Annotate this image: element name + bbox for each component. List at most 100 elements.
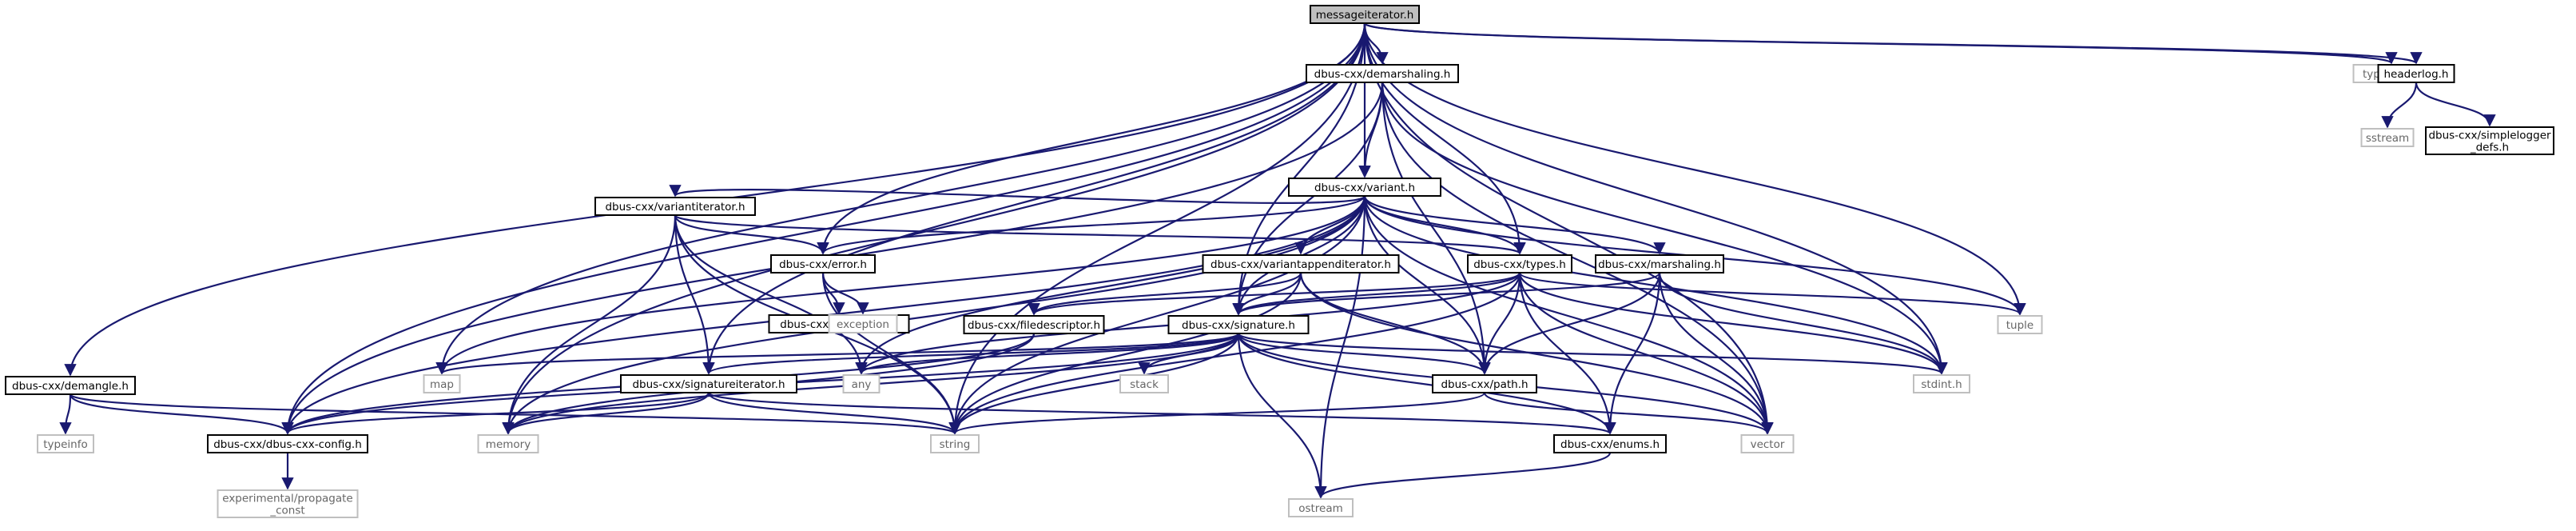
node-box-variantiterator xyxy=(594,197,756,216)
edge-variant-to-marshaling xyxy=(1363,195,1666,255)
node-typeinfo: typeinfo xyxy=(37,434,94,453)
edge-root-to-error xyxy=(817,22,1366,255)
node-box-tuple xyxy=(1997,315,2043,334)
node-box-headerlog xyxy=(2377,64,2455,83)
node-sigiter[interactable]: dbus-cxx/signatureiterator.h xyxy=(620,374,797,393)
edge-demangle-to-config xyxy=(69,393,294,435)
edge-root-to-headerlog xyxy=(1363,22,2423,65)
node-box-variant xyxy=(1288,178,1441,197)
node-enums[interactable]: dbus-cxx/enums.h xyxy=(1553,434,1667,453)
node-sstream: sstream xyxy=(2360,128,2415,147)
edge-signature-to-stack xyxy=(1138,333,1240,375)
edge-demangle-to-typeinfo xyxy=(59,393,72,435)
node-signature[interactable]: dbus-cxx/signature.h xyxy=(1167,315,1310,334)
edge-types-to-path xyxy=(1478,272,1521,375)
edge-variantiterator-to-sigiter xyxy=(674,214,715,375)
node-headerlog[interactable]: headerlog.h xyxy=(2377,64,2455,83)
node-label-sigiter: dbus-cxx/signatureiterator.h xyxy=(632,378,785,391)
edge-path-to-vector xyxy=(1483,392,1774,435)
node-box-stdint xyxy=(1913,374,1970,393)
node-box-demarshaling xyxy=(1306,64,1459,83)
node-variantiterator[interactable]: dbus-cxx/variantiterator.h xyxy=(594,197,756,216)
node-box-simplelogger xyxy=(2425,126,2554,155)
edge-root-to-stdint xyxy=(1363,22,1948,375)
node-marshaling[interactable]: dbus-cxx/marshaling.h xyxy=(1595,254,1724,273)
node-label-root: messageiterator.h xyxy=(1316,9,1414,22)
edge-root-to-sigiter xyxy=(702,22,1366,375)
node-label-tuple: tuple xyxy=(2006,319,2033,332)
node-box-error xyxy=(770,254,876,273)
node-label-string: string xyxy=(940,438,971,451)
edge-signature-to-any xyxy=(855,333,1240,375)
edge-types-to-signature xyxy=(1232,272,1521,316)
edge-demangle-to-string xyxy=(69,393,961,435)
node-simplelogger[interactable]: dbus-cxx/simplelogger_defs.h xyxy=(2425,126,2554,155)
edge-signature-to-enums xyxy=(1237,333,1616,435)
edge-variantiterator-to-types xyxy=(674,214,1526,255)
node-types[interactable]: dbus-cxx/types.h xyxy=(1467,254,1572,273)
edge-demarshaling-to-stdint xyxy=(1381,82,1948,375)
edge-types-to-tuple xyxy=(1518,271,2026,316)
node-box-variantappend xyxy=(1202,254,1400,273)
node-vector: vector xyxy=(1740,434,1795,453)
edge-root-to-map xyxy=(435,22,1366,375)
node-box-filedescriptor xyxy=(963,315,1105,334)
edge-signature-to-stdint xyxy=(1237,332,1948,375)
node-box-stack xyxy=(1119,374,1169,393)
node-box-typeinfo xyxy=(37,434,94,453)
node-label-exception: exception xyxy=(837,318,889,331)
edge-marshaling-to-stdint xyxy=(1658,272,1948,375)
edge-path-to-string xyxy=(948,391,1486,435)
node-label-map: map xyxy=(430,378,454,391)
edge-variantappend-to-filedescriptor xyxy=(1028,272,1302,316)
node-memory: memory xyxy=(477,434,539,453)
edge-variant-to-stdint xyxy=(1363,195,1948,375)
node-label-vector: vector xyxy=(1751,438,1785,451)
node-label-variant: dbus-cxx/variant.h xyxy=(1314,182,1415,194)
node-box-sigiter xyxy=(620,374,797,393)
node-config[interactable]: dbus-cxx/dbus-cxx-config.h xyxy=(207,434,368,453)
node-box-demangle xyxy=(5,376,136,395)
node-path[interactable]: dbus-cxx/path.h xyxy=(1432,374,1537,393)
edge-variant-to-memory xyxy=(502,195,1366,435)
node-tuple: tuple xyxy=(1997,315,2043,334)
node-variantappend[interactable]: dbus-cxx/variantappenditerator.h xyxy=(1202,254,1400,273)
edge-sigiter-to-string xyxy=(707,392,961,435)
node-label-typeinfo: typeinfo xyxy=(43,438,87,451)
node-label-any: any xyxy=(852,378,872,391)
node-label-enums: dbus-cxx/enums.h xyxy=(1560,438,1660,451)
node-ostream: ostream xyxy=(1288,498,1354,517)
edge-types-to-stdint xyxy=(1518,272,1948,375)
node-any: any xyxy=(842,374,881,393)
edge-variant-to-error xyxy=(817,195,1366,255)
node-stdint: stdint.h xyxy=(1913,374,1970,393)
edge-demarshaling-to-path xyxy=(1381,82,1491,375)
node-box-string xyxy=(930,434,980,453)
node-label-stack: stack xyxy=(1130,378,1159,391)
node-label-memory: memory xyxy=(486,438,531,451)
edge-marshaling-to-enums xyxy=(1604,272,1661,435)
node-box-vector xyxy=(1740,434,1795,453)
node-demarshaling[interactable]: dbus-cxx/demarshaling.h xyxy=(1306,64,1459,83)
node-box-path xyxy=(1432,374,1537,393)
node-filedescriptor[interactable]: dbus-cxx/filedescriptor.h xyxy=(963,315,1105,334)
node-label-filedescriptor: dbus-cxx/filedescriptor.h xyxy=(968,319,1100,332)
node-label-ostream: ostream xyxy=(1298,502,1343,515)
node-box-any xyxy=(842,374,881,393)
node-error[interactable]: dbus-cxx/error.h xyxy=(770,254,876,273)
node-label-variantappend: dbus-cxx/variantappenditerator.h xyxy=(1210,258,1391,271)
edge-enums-to-ostream xyxy=(1314,452,1612,499)
node-demangle[interactable]: dbus-cxx/demangle.h xyxy=(5,376,136,395)
edge-types-to-filedescriptor xyxy=(1028,271,1521,316)
node-string: string xyxy=(930,434,980,453)
edge-variant-to-path xyxy=(1363,195,1491,375)
node-label-demarshaling: dbus-cxx/demarshaling.h xyxy=(1314,68,1451,81)
edge-headerlog-to-sstream xyxy=(2381,82,2418,129)
node-root[interactable]: messageiterator.h xyxy=(1310,5,1420,24)
node-label-config: dbus-cxx/dbus-cxx-config.h xyxy=(213,438,362,451)
node-label-variantiterator: dbus-cxx/variantiterator.h xyxy=(605,201,745,214)
node-label-demangle: dbus-cxx/demangle.h xyxy=(12,380,129,393)
edge-sigiter-to-enums xyxy=(707,391,1616,435)
node-variant[interactable]: dbus-cxx/variant.h xyxy=(1288,178,1441,197)
